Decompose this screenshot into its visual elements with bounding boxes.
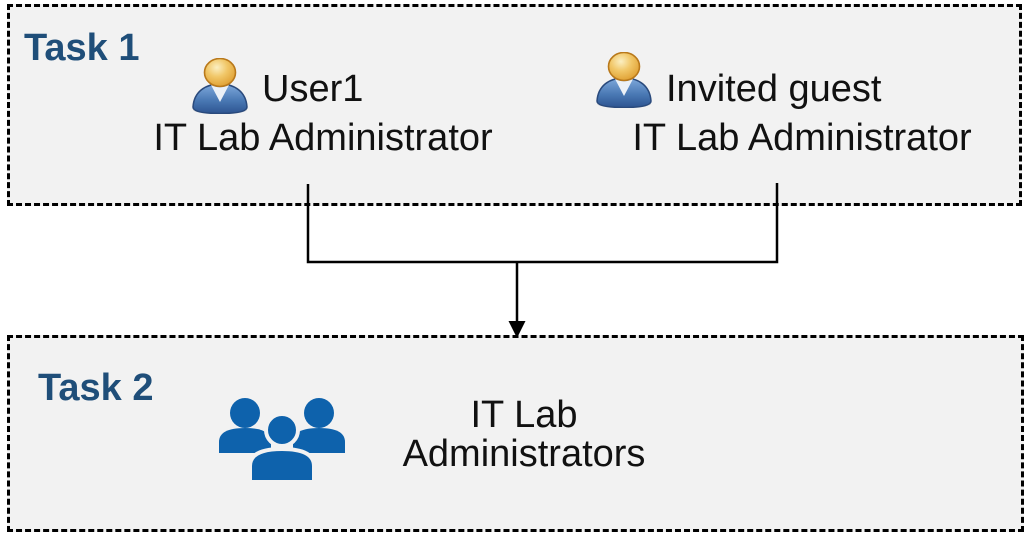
user-icon [192,58,248,114]
task2-label: Task 2 [38,367,154,409]
task1-box: Task 1 User1 IT Lab Administrato [7,4,1022,206]
task1-label: Task 1 [24,27,140,69]
user-group-icon [219,398,345,482]
member2-role: IT Lab Administrator [632,117,972,159]
member2-name: Invited guest [666,68,882,110]
user-icon [596,52,652,108]
member1-name: User1 [262,68,364,110]
task2-box: Task 2 IT Lab Administrators [7,335,1024,532]
member1-role: IT Lab Administrator [153,117,493,159]
group-name: IT Lab Administrators [402,394,646,475]
